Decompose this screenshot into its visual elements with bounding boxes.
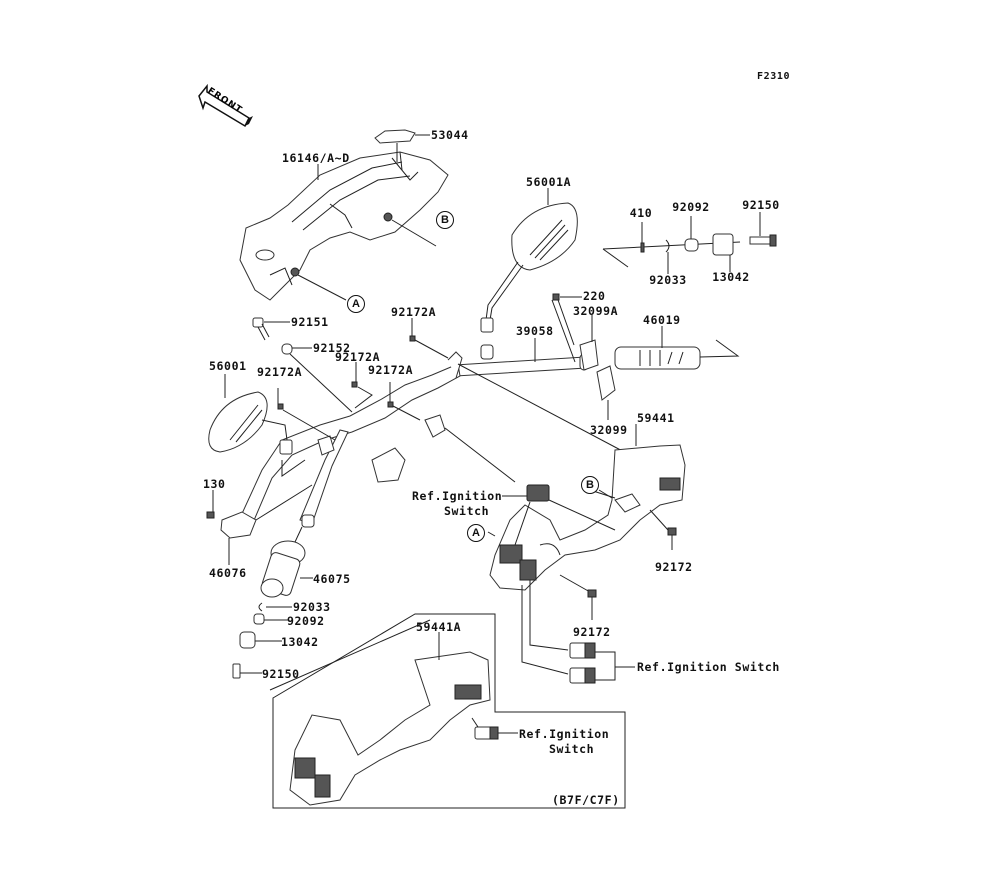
- part-label-56001[interactable]: 56001: [209, 359, 247, 373]
- right-grip-46019: [614, 326, 740, 370]
- ref-ignition-switch-1-line1[interactable]: Ref.Ignition: [412, 489, 503, 503]
- part-label-59441a[interactable]: 59441A: [416, 620, 462, 634]
- throttle-housing: [551, 293, 616, 420]
- part-label-16146[interactable]: 16146/A~D: [282, 151, 350, 165]
- part-label-92172a-top[interactable]: 92172A: [391, 305, 437, 319]
- ignition-switches: [521, 580, 635, 684]
- callout-a-upper: A: [347, 295, 365, 313]
- callout-b-upper: B: [436, 211, 454, 229]
- part-label-39058[interactable]: 39058: [516, 324, 554, 338]
- ref-ignition-switch-2[interactable]: Ref.Ignition Switch: [637, 660, 780, 674]
- part-label-92151[interactable]: 92151: [291, 315, 329, 329]
- part-label-56001a[interactable]: 56001A: [526, 175, 572, 189]
- part-label-92172-right[interactable]: 92172: [655, 560, 693, 574]
- part-label-92172-lower[interactable]: 92172: [573, 625, 611, 639]
- left-grip-assembly: [206, 484, 431, 691]
- mirror-right-56001a: [480, 188, 578, 360]
- part-label-92033-right[interactable]: 92033: [649, 273, 687, 287]
- callout-b-lower: B: [581, 476, 599, 494]
- part-label-92172a-right[interactable]: 92172A: [368, 363, 414, 377]
- part-label-46075[interactable]: 46075: [313, 572, 351, 586]
- part-label-59441[interactable]: 59441: [637, 411, 675, 425]
- part-label-13042-right[interactable]: 13042: [712, 270, 750, 284]
- bracket-53044: [374, 129, 416, 144]
- part-label-92150-left[interactable]: 92150: [262, 667, 300, 681]
- upper-cowl-16146: [239, 151, 449, 301]
- right-bar-end-assembly: [602, 212, 777, 274]
- diagram-code: F2310: [757, 71, 791, 82]
- part-label-32099a[interactable]: 32099A: [573, 304, 619, 318]
- part-label-46076[interactable]: 46076: [209, 566, 247, 580]
- part-label-220[interactable]: 220: [583, 289, 606, 303]
- callout-a-lower: A: [467, 524, 485, 542]
- bolts-upper: [252, 317, 631, 483]
- part-label-92033-left[interactable]: 92033: [293, 600, 331, 614]
- part-label-92152[interactable]: 92152: [313, 341, 351, 355]
- part-label-92172a-left[interactable]: 92172A: [257, 365, 303, 379]
- variant-box-label: (B7F/C7F): [552, 793, 620, 807]
- part-label-46019[interactable]: 46019: [643, 313, 681, 327]
- front-arrow-icon: [198, 83, 253, 128]
- part-label-92092-left[interactable]: 92092: [287, 614, 325, 628]
- part-label-92172a-mid[interactable]: 92172A: [335, 350, 381, 364]
- part-label-53044[interactable]: 53044: [431, 128, 469, 142]
- ref-ignition-switch-3-line2[interactable]: Switch: [549, 742, 595, 756]
- part-label-32099[interactable]: 32099: [590, 423, 628, 437]
- variant-box: [272, 613, 626, 809]
- mirror-left-56001: [208, 374, 306, 477]
- front-direction-arrow: FRONT: [197, 83, 257, 129]
- meter-cover-59441: [487, 424, 686, 620]
- part-label-92092-right[interactable]: 92092: [672, 200, 710, 214]
- part-label-130[interactable]: 130: [203, 477, 226, 491]
- ref-ignition-switch-1-line2[interactable]: Switch: [444, 504, 490, 518]
- part-label-410[interactable]: 410: [629, 206, 653, 220]
- handlebar-39058: [239, 338, 589, 526]
- ref-ignition-switch-3-line1[interactable]: Ref.Ignition: [519, 727, 610, 741]
- part-label-92150-right[interactable]: 92150: [742, 198, 780, 212]
- part-label-13042-left[interactable]: 13042: [281, 635, 319, 649]
